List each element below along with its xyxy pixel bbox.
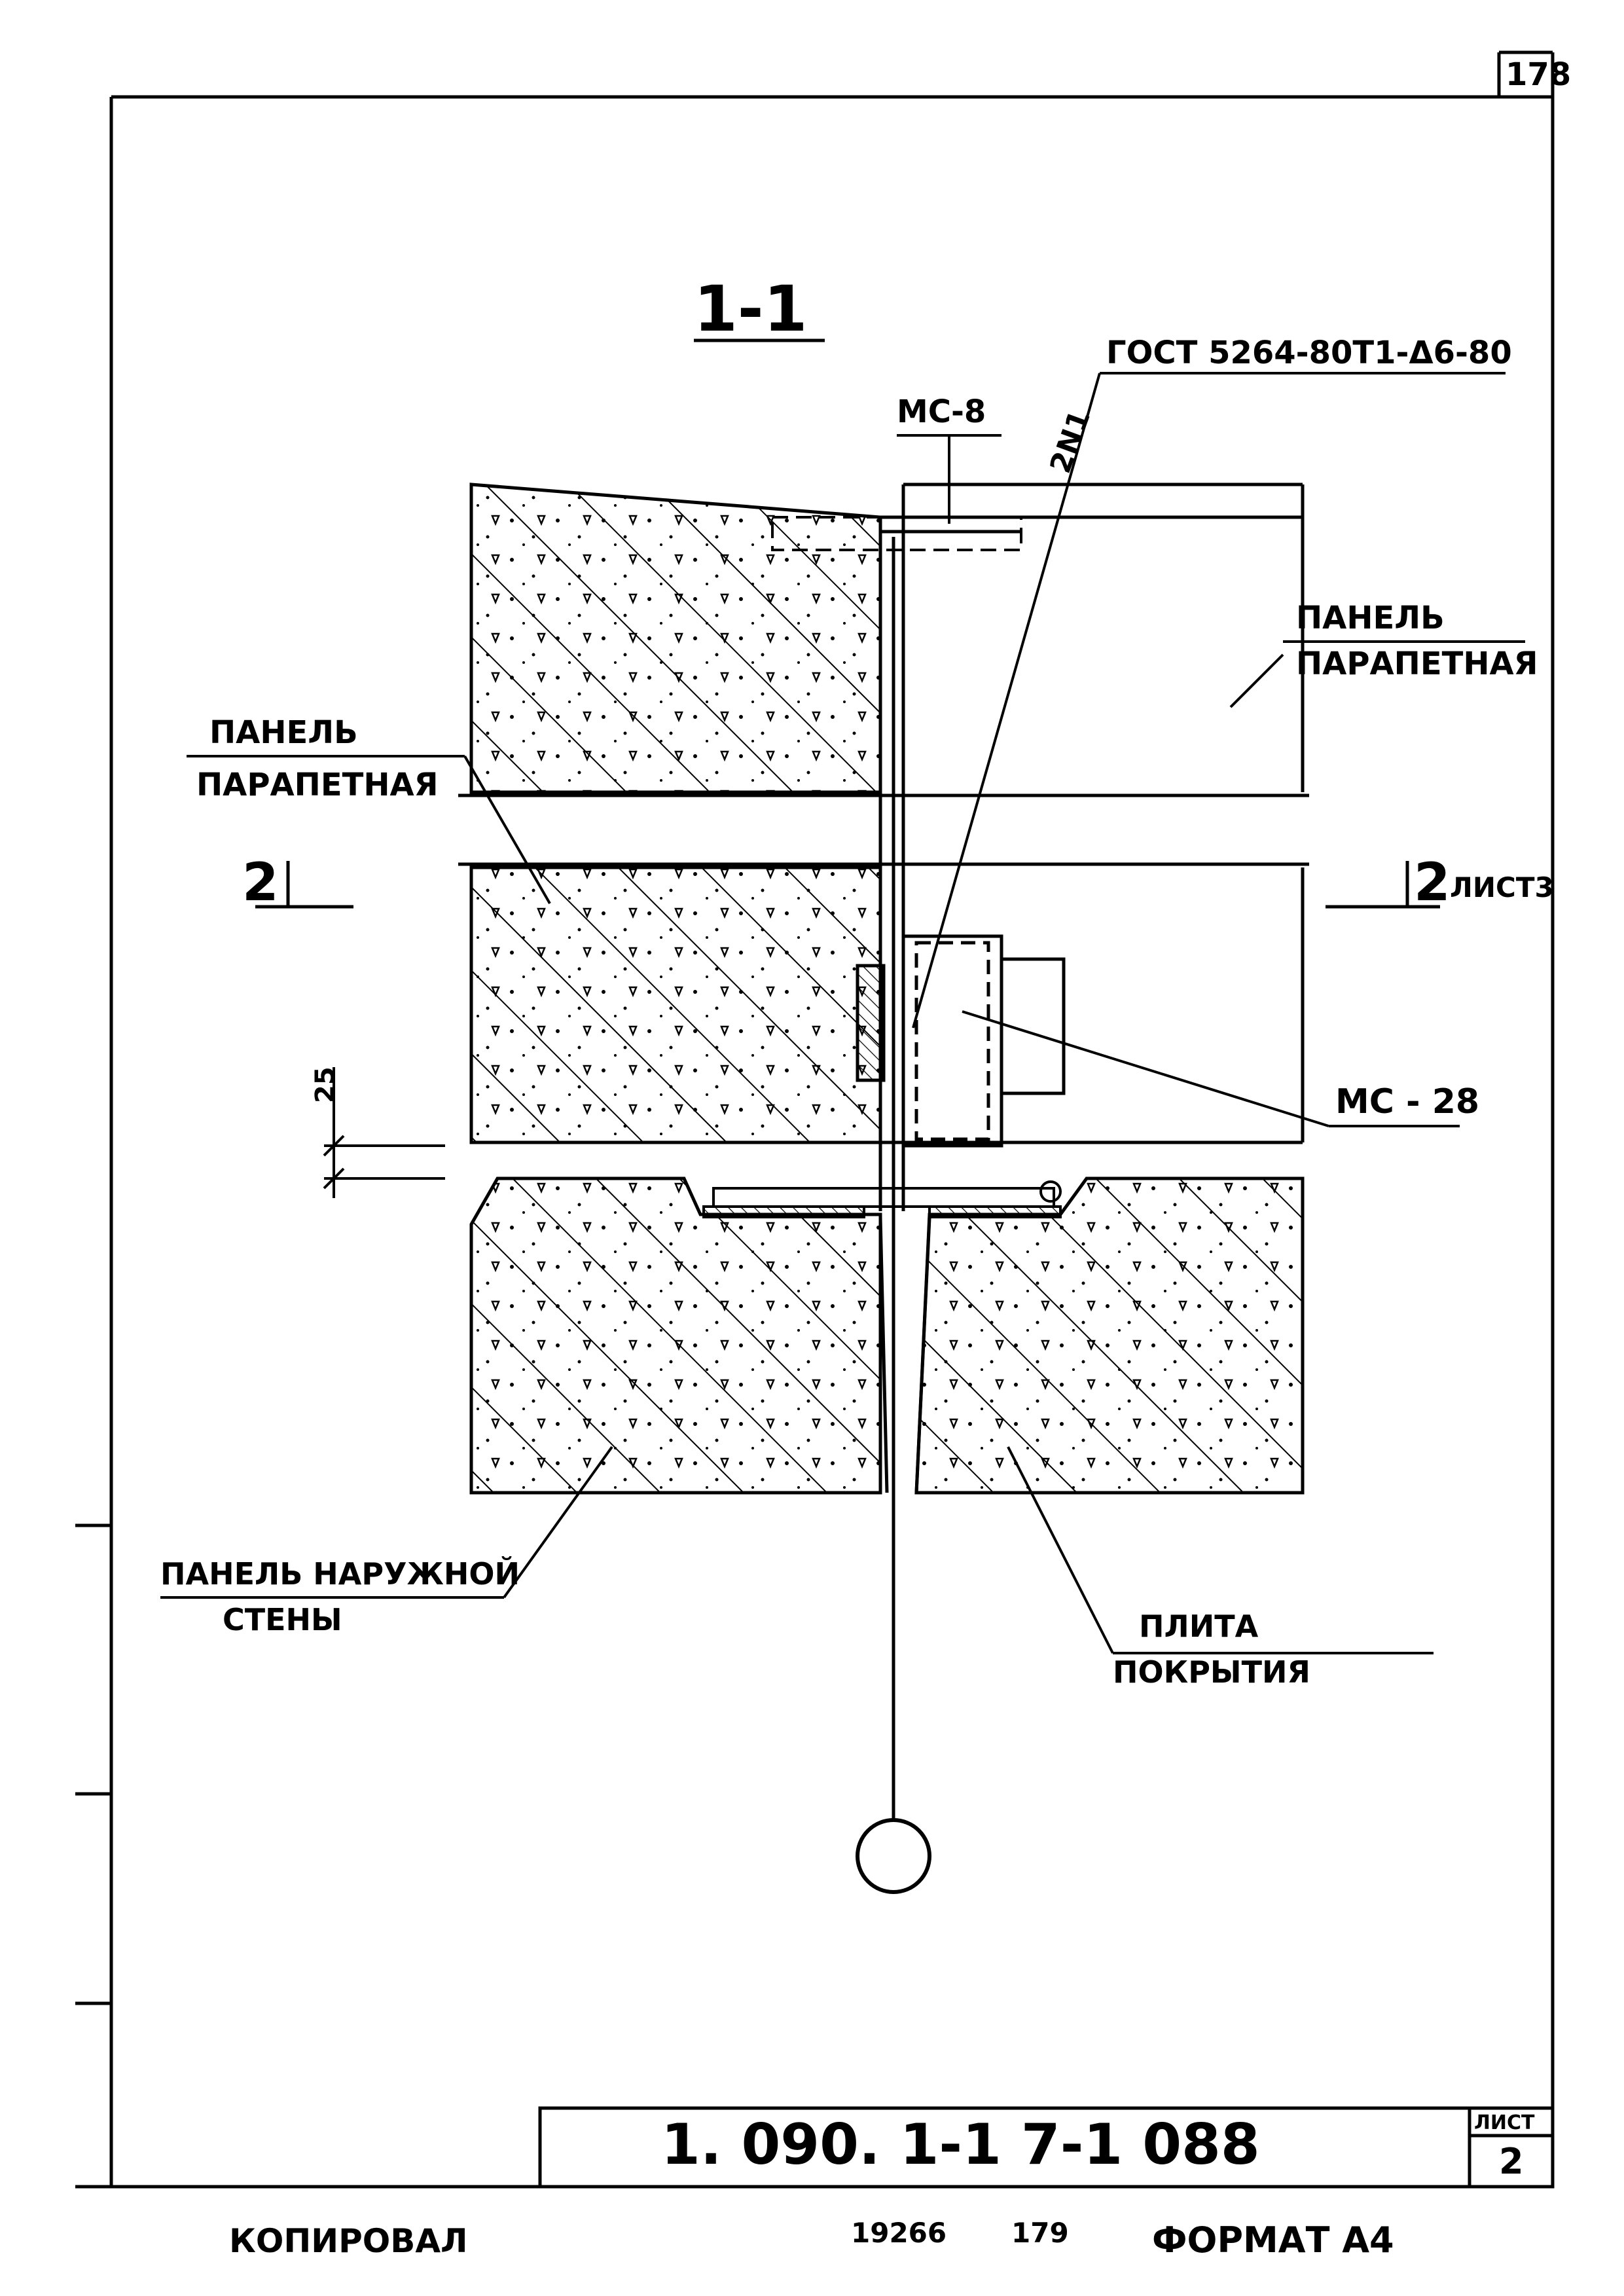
- mc8-label: МС-8: [897, 393, 986, 430]
- sheet-label: ЛИСТ: [1474, 2111, 1535, 2134]
- break-lines: [458, 793, 1309, 866]
- panel-left-label-1: ПАНЕЛЬ: [209, 714, 358, 751]
- mc28-label: МС - 28: [1335, 1082, 1479, 1121]
- title-block: [538, 2106, 1555, 2189]
- cut-right-ref: ЛИСТ3: [1450, 871, 1554, 903]
- parapet-panel-right-top: [880, 483, 1305, 792]
- leader-lines: [160, 372, 1525, 1654]
- joint-lines: [878, 517, 931, 1820]
- slab-label-1: ПЛИТА: [1139, 1609, 1259, 1644]
- gost-label: ГОСТ 5264-80Т1-Δ6-80: [1106, 335, 1512, 371]
- footer-number-mid: 179: [1011, 2217, 1069, 2249]
- cut-left-label: 2: [242, 852, 279, 913]
- wall-label-1: ПАНЕЛЬ НАРУЖНОЙ: [160, 1556, 520, 1592]
- dimension-25: [323, 1067, 445, 1198]
- section-title: 1-1: [694, 272, 807, 346]
- cut-markers: [255, 338, 1440, 909]
- sheet-number: 2: [1499, 2141, 1524, 2182]
- panel-right-label-2: ПАРАПЕТНАЯ: [1296, 646, 1538, 682]
- panel-left-label-2: ПАРАПЕТНАЯ: [196, 767, 439, 803]
- weld-label: 2N1: [1043, 406, 1096, 478]
- panel-right-label-1: ПАНЕЛЬ: [1296, 600, 1445, 636]
- wall-label-2: СТЕНЫ: [223, 1602, 342, 1637]
- mc28-part: [856, 934, 1066, 1148]
- section-marker-circle: [856, 1818, 931, 1894]
- format-label: ФОРМАТ А4: [1152, 2219, 1394, 2261]
- parapet-panel-right-mid: [880, 867, 1305, 1144]
- cut-right-label: 2: [1414, 852, 1451, 913]
- dim-25-label: 25: [310, 1066, 340, 1103]
- copied-label: КОПИРОВАЛ: [229, 2222, 468, 2260]
- slab-label-2: ПОКРЫТИЯ: [1113, 1654, 1310, 1690]
- designation: 1. 090. 1-1 7-1 088: [661, 2112, 1260, 2178]
- page-number: 178: [1506, 56, 1571, 93]
- footer-number-left: 19266: [851, 2217, 947, 2249]
